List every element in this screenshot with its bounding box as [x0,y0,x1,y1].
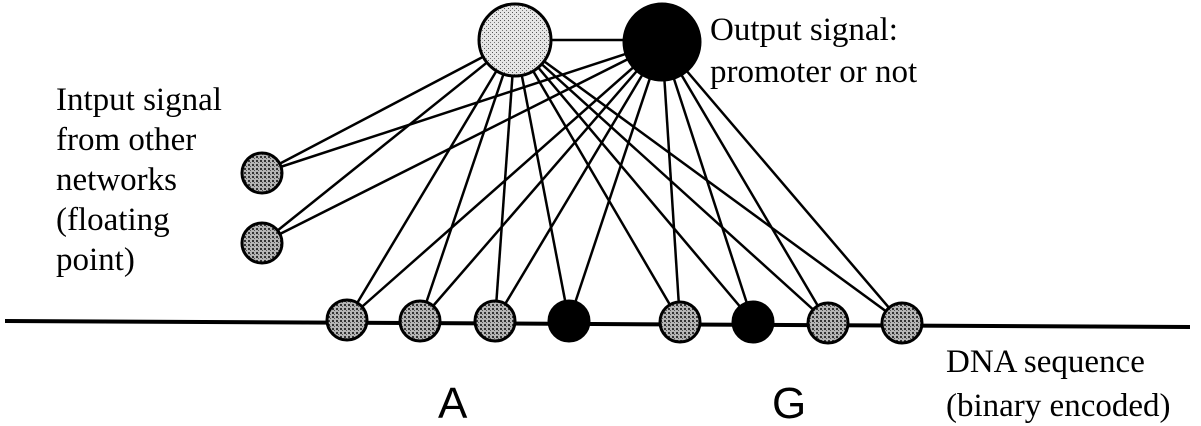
input-label: Intput signal from other networks (float… [56,82,230,278]
connection-output-dna-8 [661,41,903,324]
dna-node-2 [398,299,442,343]
connection-hidden-input-1 [261,38,516,175]
dna-node-3 [473,299,517,343]
connection-hidden-dna-3 [493,39,517,322]
connection-hidden-input-2 [261,39,516,244]
output-node [622,2,702,82]
hidden-node [477,2,553,78]
connections [261,38,903,325]
connection-output-dna-3 [493,41,664,322]
connection-hidden-dna-7 [514,39,829,324]
connection-hidden-dna-4 [513,39,571,322]
dna-node-8 [880,301,924,345]
connection-output-input-1 [261,40,663,175]
dna-node-1 [325,298,369,342]
dna-baseline [4,319,1191,329]
output-label: Output signal: promoter or not [710,12,917,90]
input-node-2 [240,221,284,265]
connection-output-dna-4 [567,41,664,322]
nodes [240,2,924,345]
connection-output-dna-7 [660,41,830,324]
base-g-label: G [772,379,806,426]
dna-node-6 [731,300,775,344]
connection-hidden-dna-5 [513,39,682,323]
dna-node-4 [547,299,591,343]
base-a-label: A [438,379,468,426]
dna-node-7 [806,301,850,345]
connection-hidden-dna-8 [514,38,903,325]
dna-node-5 [658,300,702,344]
connection-hidden-dna-2 [418,39,517,322]
input-node-1 [240,151,284,195]
connection-output-input-2 [261,40,663,245]
dna-label: DNA sequence (binary encoded) [946,344,1170,424]
connection-hidden-dna-6 [514,39,754,323]
connection-hidden-dna-1 [345,39,517,321]
